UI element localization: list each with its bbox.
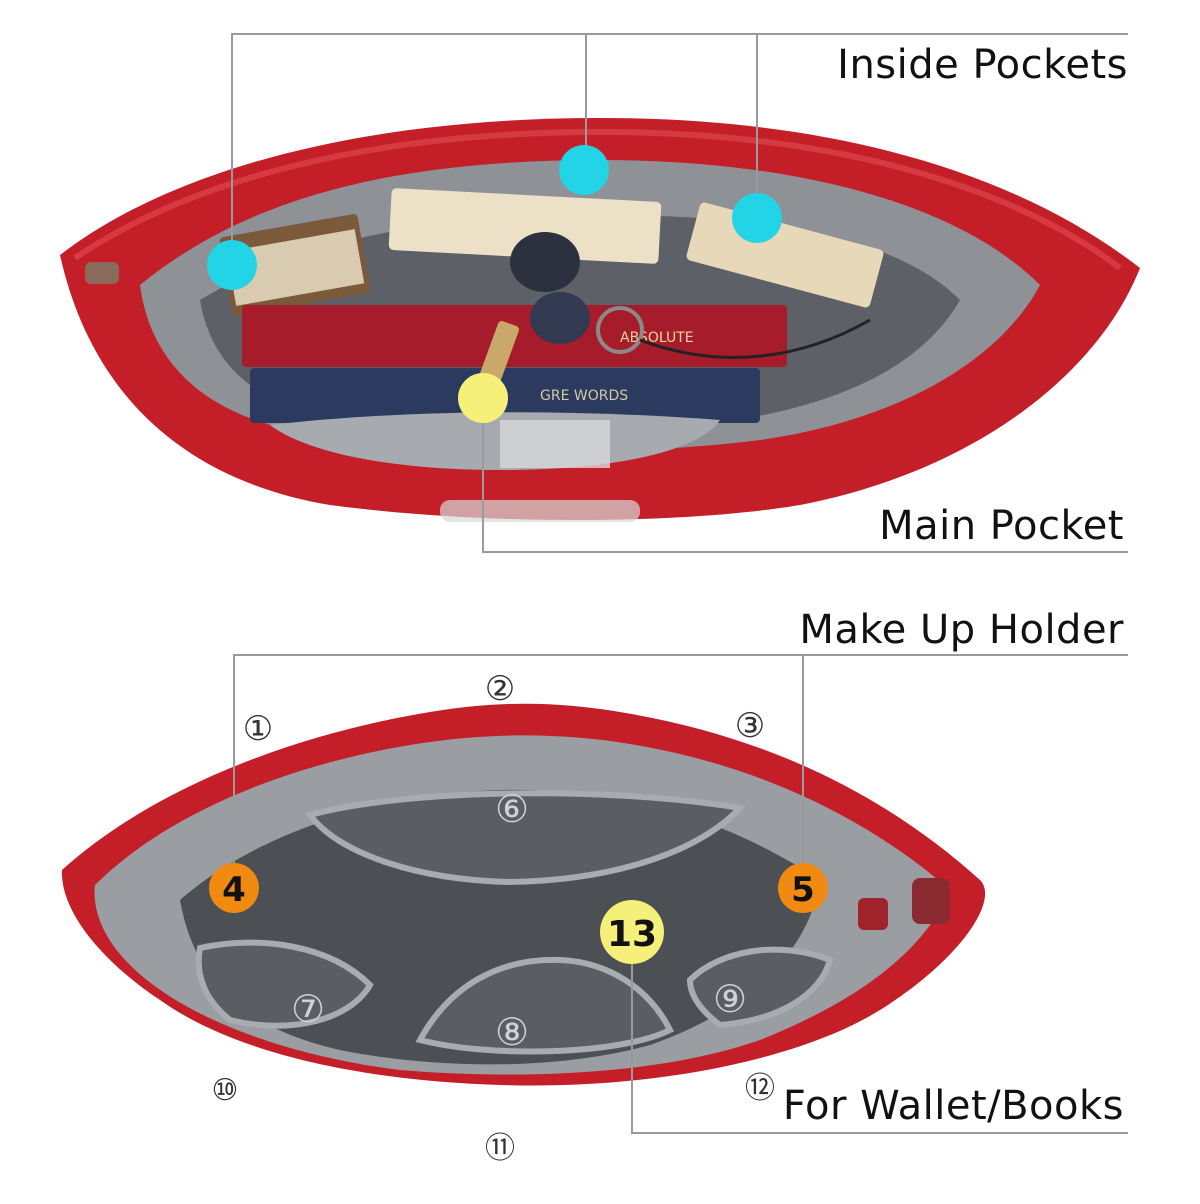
marker-4-label: 4 — [222, 870, 246, 910]
pocket-7 — [195, 939, 374, 1029]
bottom-zipper-tab — [858, 898, 888, 930]
red-book-spine-text: ABSOLUTE — [620, 330, 694, 346]
bottom-leader-lines — [233, 654, 1128, 1134]
pocket-6-flap — [304, 790, 747, 886]
top-bag-rim — [73, 128, 1122, 271]
wallet-marker-13: 13 — [600, 900, 664, 964]
pocket-num-2: ② — [485, 669, 515, 709]
pocket-num-6: ⑥ — [495, 787, 529, 831]
inside-pocket-marker-right — [732, 193, 782, 243]
cream-book — [388, 188, 662, 264]
pocket-num-8: ⑧ — [495, 1010, 529, 1054]
pocket-num-9: ⑨ — [713, 977, 747, 1021]
wallet-books-label: For Wallet/Books — [782, 1083, 1124, 1129]
marker-5-label: 5 — [791, 870, 815, 910]
brown-book-pages — [226, 229, 365, 306]
key-head-2 — [530, 292, 590, 344]
pocket-8 — [415, 956, 675, 1055]
marker-13-label: 13 — [607, 914, 657, 955]
pocket-num-10: ⑩ — [212, 1073, 239, 1108]
pocket-num-7: ⑦ — [291, 987, 325, 1031]
pocket-9 — [686, 946, 834, 1029]
pocket-num-12: ⑫ — [745, 1071, 775, 1106]
blue-book-spine-text: GRE WORDS — [540, 388, 628, 404]
make-up-marker-5: 5 — [778, 863, 828, 913]
top-organizer: ABSOLUTE GRE WORDS — [60, 118, 1140, 522]
main-pocket-label: Main Pocket — [879, 503, 1124, 549]
checkered-item — [500, 420, 610, 468]
pocket-num-3: ③ — [735, 706, 765, 746]
make-up-holder-label: Make Up Holder — [799, 607, 1124, 653]
key-ring — [596, 306, 644, 354]
main-pocket-marker — [458, 373, 508, 423]
bottom-zipper-pull — [912, 878, 950, 924]
top-leader-lines — [231, 33, 1128, 553]
inside-pocket-marker-center — [559, 145, 609, 195]
key-head-1 — [510, 232, 580, 292]
pocket-num-11: ⑪ — [485, 1131, 515, 1166]
bottom-organizer — [61, 703, 986, 1086]
top-handle — [440, 500, 640, 522]
key-cord — [639, 318, 871, 359]
make-up-marker-4: 4 — [209, 863, 259, 913]
inside-pockets-label: Inside Pockets — [837, 42, 1128, 88]
inside-pocket-marker-left — [207, 240, 257, 290]
top-zipper-pull — [85, 262, 119, 284]
pocket-num-1: ① — [243, 709, 273, 749]
pocket-number-labels: ① ② ③ ⑥ ⑦ ⑧ ⑨ ⑩ ⑪ ⑫ — [212, 669, 775, 1166]
